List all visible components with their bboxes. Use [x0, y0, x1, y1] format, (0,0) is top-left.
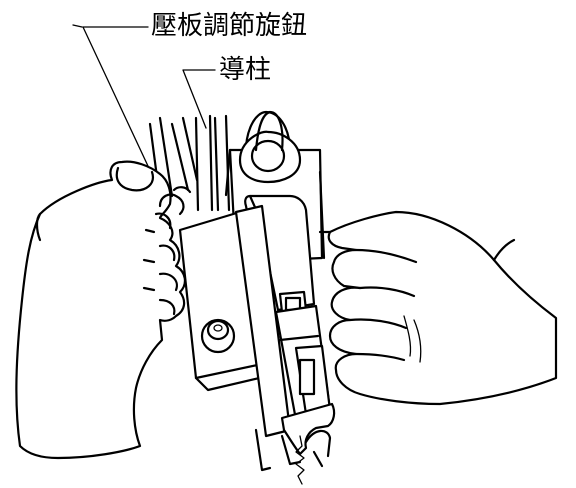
leader-line-guide-post — [182, 69, 216, 129]
label-adjust-knob: 壓板調節旋鈕 — [151, 11, 308, 41]
lever-arm — [244, 194, 316, 314]
label-guide-post: 導柱 — [219, 55, 272, 85]
right-hand — [318, 210, 558, 406]
side-plate — [318, 170, 326, 260]
left-hand — [15, 160, 192, 460]
guide-posts — [194, 114, 231, 212]
handle — [234, 204, 336, 485]
leader-line-adjust-knob — [72, 24, 163, 197]
